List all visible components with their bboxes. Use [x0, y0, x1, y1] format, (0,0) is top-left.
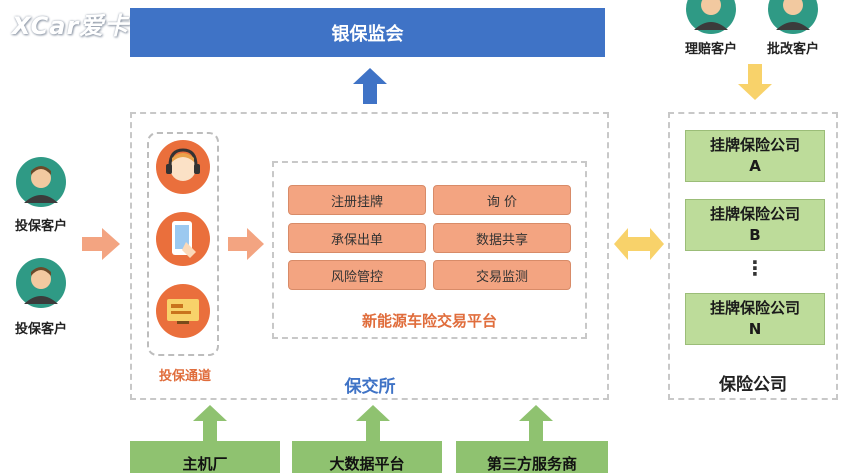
customer-avatar-icon [768, 0, 818, 34]
right-arrow-customers [82, 228, 120, 260]
function-data-sharing: 数据共享 [433, 223, 571, 253]
function-inquiry: 询 价 [433, 185, 571, 215]
customer-avatar-icon [16, 157, 66, 207]
function-underwriting: 承保出单 [288, 223, 426, 253]
insurer-letter: B [749, 226, 761, 244]
function-register: 注册挂牌 [288, 185, 426, 215]
customer-label-claims: 理赔客户 [684, 42, 737, 57]
headset-agent-icon [156, 140, 210, 194]
function-risk-control: 风险管控 [288, 260, 426, 290]
exchange-label: 保交所 [344, 377, 396, 397]
trading-platform-box [272, 161, 587, 339]
insurer-company-a: 挂牌保险公司 A [685, 130, 825, 182]
insurer-company-n: 挂牌保险公司 N [685, 293, 825, 345]
right-arrow-channel [228, 228, 264, 260]
customer-label-left-2: 投保客户 [14, 322, 67, 337]
computer-screen-icon [156, 284, 210, 338]
insurers-area [668, 112, 838, 400]
up-arrow-third-party [519, 405, 553, 441]
channel-label: 投保通道 [158, 369, 211, 384]
customer-label-left-1: 投保客户 [14, 219, 67, 234]
up-arrow-regulator [353, 68, 387, 104]
regulator-box: 银保监会 [130, 8, 605, 57]
customer-avatar-icon [16, 258, 66, 308]
customer-avatar-icon [686, 0, 736, 34]
customer-label-endorse: 批改客户 [766, 42, 819, 57]
insurer-name: 挂牌保险公司 [709, 136, 800, 154]
up-arrow-oem [193, 405, 227, 441]
insurer-ellipsis: ⋮ [745, 256, 765, 280]
provider-bigdata: 大数据平台 [292, 441, 442, 473]
exchange-area [130, 112, 609, 400]
insurer-letter: A [749, 157, 761, 175]
provider-third-party: 第三方服务商 [456, 441, 608, 473]
function-trade-monitoring: 交易监测 [433, 260, 571, 290]
down-arrow-insurers [738, 64, 772, 100]
insurer-name: 挂牌保险公司 [709, 205, 800, 223]
insurer-company-b: 挂牌保险公司 B [685, 199, 825, 251]
channel-column [147, 132, 219, 356]
insurers-label: 保险公司 [719, 375, 787, 395]
platform-label: 新能源车险交易平台 [361, 312, 497, 330]
provider-oem: 主机厂 [130, 441, 280, 473]
up-arrow-bigdata [356, 405, 390, 441]
watermark-logo: XCar爱卡 [12, 12, 130, 40]
mobile-app-icon [156, 212, 210, 266]
insurer-name: 挂牌保险公司 [709, 299, 800, 317]
double-arrow-insurers [614, 228, 664, 260]
insurer-letter: N [748, 320, 762, 338]
